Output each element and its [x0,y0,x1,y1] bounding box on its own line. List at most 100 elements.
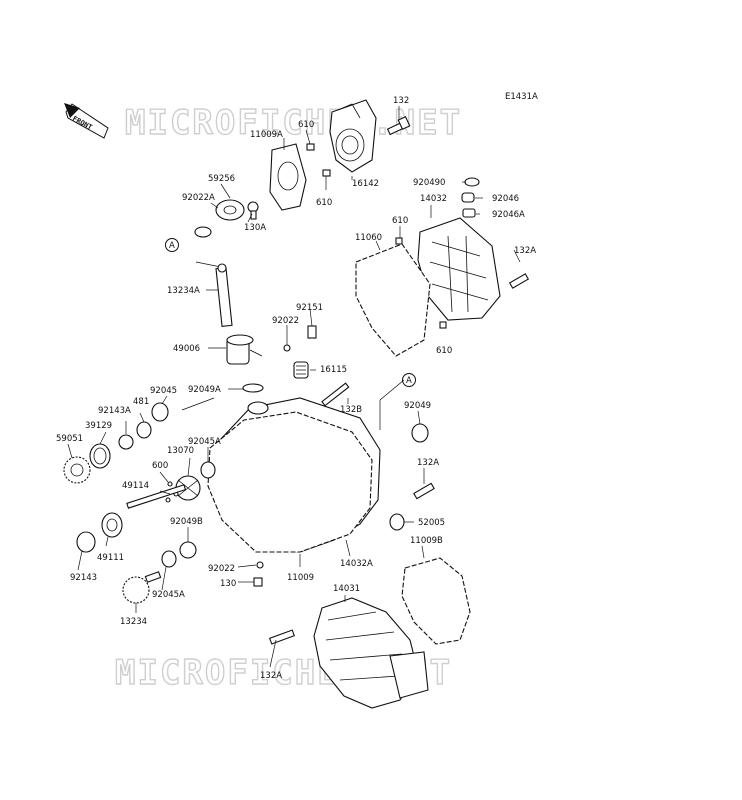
bearing-92049B-icon [179,541,197,559]
part-label-39129: 39129 [85,421,112,431]
ball-600-icon [165,497,171,503]
part-label-59051: 59051 [56,434,83,444]
washer-92143A-icon [118,434,134,450]
spring-39129-icon [89,443,111,469]
part-label-52005: 52005 [418,518,445,528]
diagram-code: E1431A [505,92,538,102]
bearing-92045-icon [151,402,169,422]
callout-a-right: A [402,373,416,387]
part-label-13234a: 13234A [167,286,200,296]
water-pump-cover [329,99,377,173]
impeller-icon [215,199,245,221]
part-label-49111: 49111 [97,553,124,563]
washer-92022-icon [283,344,291,352]
washer-92143-icon [76,531,96,553]
clutch-cover-14032 [417,217,501,321]
part-label-92049b: 92049B [170,517,203,527]
dowel-pin-icon [322,169,331,177]
part-label-14031: 14031 [333,584,360,594]
cap-920490-icon [464,177,480,187]
pump-cover-gasket [269,143,307,211]
leader-lines [67,106,521,668]
bolt-130-icon [253,577,263,587]
circlip-481-icon [136,421,152,439]
part-label-92045a-b: 92045A [152,590,185,600]
bolt-132A-icon [508,273,530,289]
front-arrow-icon: FRONT [64,103,109,139]
part-label-14032a: 14032A [340,559,373,569]
part-label-13234: 13234 [120,617,147,627]
bolt-132B-icon [321,382,350,407]
part-number-labels: 13211009A610610161425925692022A130A92049… [56,96,536,681]
part-label-16115: 16115 [320,365,347,375]
part-label-610-c: 610 [392,216,408,226]
part-label-59256: 59256 [208,174,235,184]
magneto-cover-14031 [313,597,429,709]
plug-16115-icon [293,361,309,379]
part-label-13070: 13070 [167,446,194,456]
bolt-92151-icon [307,325,317,339]
svg-text:A: A [169,241,175,251]
part-label-92022a: 92022A [182,193,215,203]
gasket-11060 [355,243,431,357]
part-label-92049: 92049 [404,401,431,411]
plug-92046-icon [461,192,475,203]
part-label-11009b: 11009B [410,536,443,546]
part-label-92045: 92045 [150,386,177,396]
part-label-92151: 92151 [296,303,323,313]
governor-49006-icon [226,334,263,365]
part-label-130a: 130A [244,223,266,233]
part-label-481: 481 [133,397,149,407]
bearing-92045A-lower-icon [161,550,177,568]
part-label-132-top: 132 [393,96,409,106]
part-label-16142: 16142 [352,179,379,189]
dowel-pin-icon [439,321,447,329]
part-label-130: 130 [220,579,236,589]
part-label-132a-m: 132A [417,458,439,468]
gasket-11009B [401,557,471,645]
bolt-132A-bottom-icon [268,629,296,645]
part-label-92022-b: 92022 [208,564,235,574]
bolt-130A-icon [247,201,259,220]
bearing-92045A-icon [200,461,216,479]
shaft-13234A-icon [195,261,233,327]
part-label-11060: 11060 [355,233,382,243]
part-label-132b: 132B [340,405,362,415]
gear-59051-icon [63,456,91,484]
gasket-11009 [207,411,373,553]
part-label-49114: 49114 [122,481,149,491]
part-label-92045a-a: 92045A [188,437,221,447]
washer-icon [194,226,212,238]
part-label-92046a: 92046A [492,210,525,220]
part-label-600: 600 [152,461,168,471]
part-label-610-a: 610 [298,120,314,130]
ball-600-icon [167,481,173,487]
dowel-pin-icon [306,143,315,151]
part-label-92143a: 92143A [98,406,131,416]
part-label-14032: 14032 [420,194,447,204]
part-label-610-d: 610 [436,346,452,356]
part-label-132a-r: 132A [514,246,536,256]
part-label-49006: 49006 [173,344,200,354]
gear-13234-icon [122,571,162,604]
oil-seal-92049-icon [411,423,429,443]
svg-text:A: A [406,376,412,386]
bolt-132A-mid-icon [413,482,435,500]
bolt-132-icon [386,116,411,136]
part-label-92143: 92143 [70,573,97,583]
part-label-92049a: 92049A [188,385,221,395]
part-label-92046: 92046 [492,194,519,204]
plug-92046A-icon [462,208,476,218]
seal-52005-icon [389,513,405,531]
part-label-11009a: 11009A [250,130,283,140]
dowel-pin-icon [395,237,403,245]
shaft-49114-icon [126,484,187,509]
part-label-92022: 92022 [272,316,299,326]
part-label-132a-b: 132A [260,671,282,681]
part-label-920490: 920490 [413,178,445,188]
callout-a-left: A [165,238,179,252]
watermark-top: MICROFICHES.NET [125,103,462,143]
washer-92022-lower-icon [256,561,264,569]
part-label-11009: 11009 [287,573,314,583]
